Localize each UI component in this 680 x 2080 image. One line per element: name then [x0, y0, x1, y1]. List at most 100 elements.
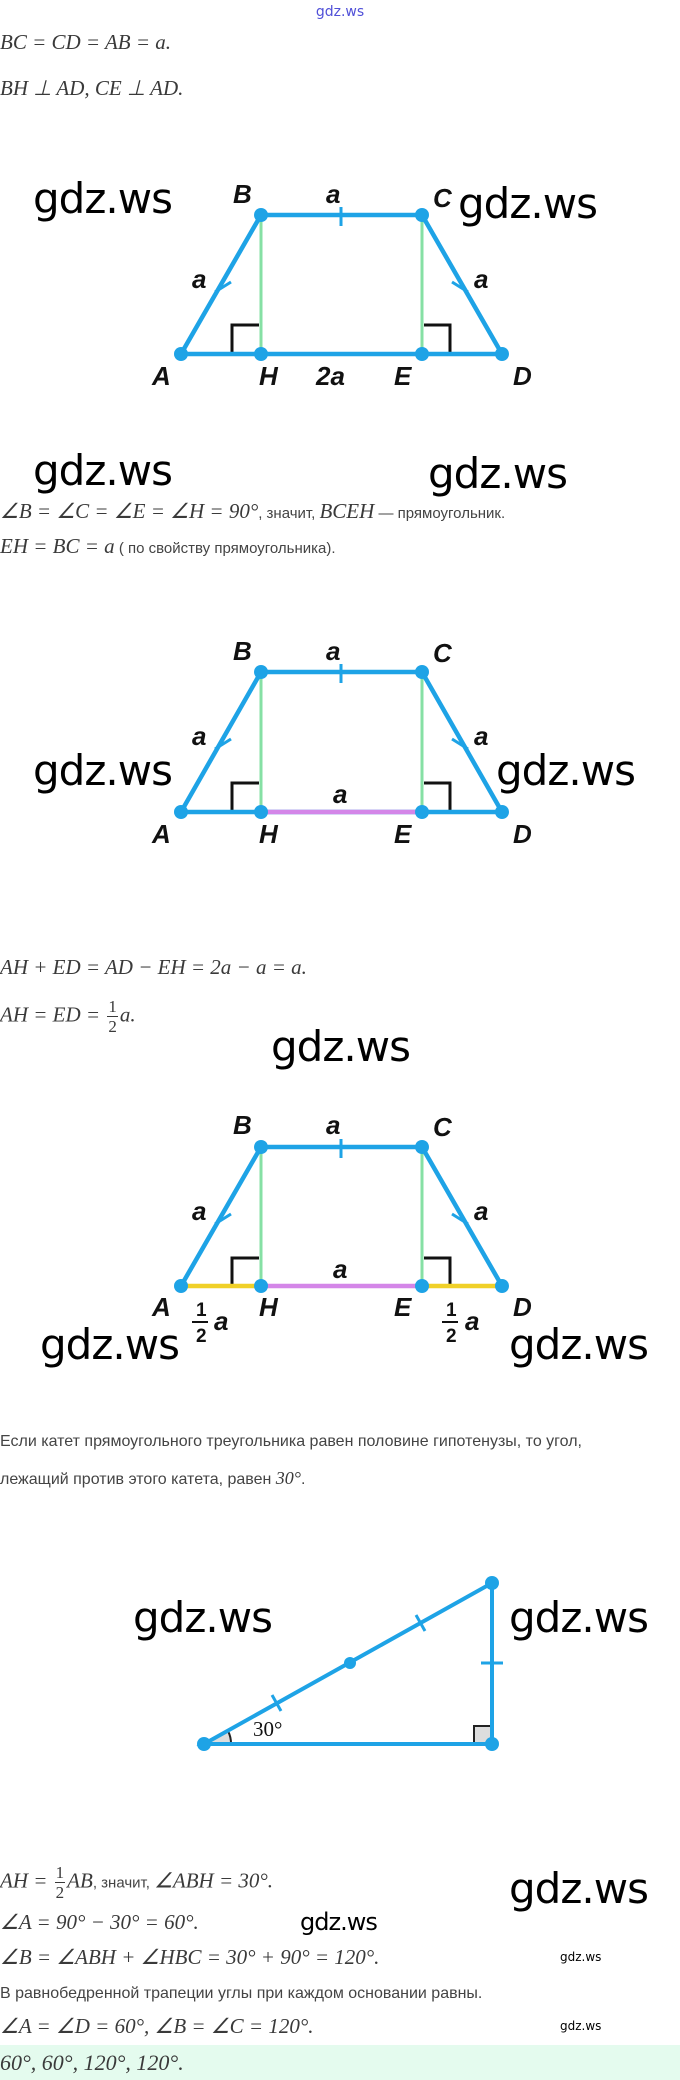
- label-e: E: [394, 819, 412, 849]
- label-a-vertex: A: [151, 361, 171, 391]
- numerator: 1: [54, 1863, 66, 1883]
- label-top-a: a: [326, 636, 340, 666]
- trapezoid-figure-2: B a C a a a A H E D: [151, 636, 532, 849]
- header-watermark[interactable]: gdz.ws: [315, 4, 365, 20]
- watermark: gdz.ws: [133, 1593, 273, 1642]
- text: , значит,: [92, 1874, 155, 1892]
- tick-marks: [214, 207, 469, 294]
- label-a-vertex: A: [151, 1292, 171, 1322]
- angle-label: 30°: [253, 1717, 282, 1741]
- watermark: gdz.ws: [271, 1022, 411, 1071]
- eh-statement: EH = BC = a ( по свойству прямоугольника…: [0, 534, 336, 561]
- numerator: 1: [446, 1300, 457, 1321]
- text: AH = ED =: [0, 1002, 106, 1027]
- watermark: gdz.ws: [300, 1908, 378, 1936]
- right-angle-marks: [230, 1256, 452, 1286]
- label-d: D: [513, 819, 532, 849]
- label-e: E: [394, 1292, 412, 1322]
- label-base-2a: 2a: [315, 361, 345, 391]
- given-perpendiculars: BH ⊥ AD, CE ⊥ AD.: [0, 76, 184, 100]
- theorem-line-2: лежащий против этого катета, равен 30°.: [0, 1466, 305, 1490]
- label-right-a: a: [474, 1196, 488, 1226]
- denominator: 2: [446, 1326, 457, 1347]
- right-triangle-figure: 30°: [196, 1576, 503, 1751]
- watermark: gdz.ws: [496, 746, 636, 795]
- watermark: gdz.ws: [509, 1864, 649, 1913]
- label-b: B: [233, 636, 252, 666]
- trapezoid-figure-1: B a C a a A H 2a E D: [151, 179, 532, 391]
- text: AH =: [0, 1868, 53, 1893]
- denominator: 2: [55, 1883, 65, 1902]
- text: — прямоугольник.: [374, 505, 506, 522]
- label-d: D: [513, 361, 532, 391]
- segments-sum: AH + ED = AD − EH = 2a − a = a.: [0, 955, 307, 979]
- a: a: [465, 1306, 479, 1336]
- label-a-vertex: A: [151, 819, 171, 849]
- text: лежащий против этого катета, равен: [0, 1471, 276, 1488]
- a: a: [214, 1306, 228, 1336]
- isosceles-property: В равнобедренной трапеции углы при каждо…: [0, 1985, 483, 2002]
- text: AB: [67, 1868, 93, 1893]
- text: a.: [119, 1002, 136, 1027]
- label-d: D: [513, 1292, 532, 1322]
- watermark: gdz.ws: [509, 1320, 649, 1369]
- rectangle-name: BCEH: [319, 499, 375, 523]
- vertex-dots: [197, 1576, 499, 1751]
- angle-a-calc: ∠A = 90° − 30° = 60°.: [0, 1910, 199, 1934]
- label-top-a: a: [326, 179, 340, 209]
- vertex-dots: [174, 208, 509, 361]
- vertex-dots: [174, 1140, 509, 1293]
- trapezoid-figure-3: B a C a a a A H E D 1 2 a 1 2 a: [151, 1110, 532, 1347]
- tick-marks: [214, 664, 469, 751]
- label-b: B: [233, 1110, 252, 1140]
- label-mid-a: a: [333, 779, 347, 809]
- watermark-small: gdz.ws: [560, 1950, 602, 1964]
- label-left-a: a: [192, 1196, 206, 1226]
- label-half-a-right: 1 2 a: [442, 1300, 479, 1347]
- label-c: C: [433, 183, 453, 213]
- label-b: B: [233, 179, 252, 209]
- watermark-small: gdz.ws: [560, 2019, 602, 2033]
- watermark: gdz.ws: [33, 446, 173, 495]
- watermark: gdz.ws: [428, 449, 568, 498]
- right-angle-marks: [230, 781, 452, 812]
- theorem-line-1: Если катет прямоугольного треугольника р…: [0, 1433, 582, 1450]
- label-c: C: [433, 638, 453, 668]
- denominator: 2: [108, 1017, 117, 1036]
- label-h: H: [259, 819, 279, 849]
- label-left-a: a: [192, 264, 206, 294]
- numerator: 1: [196, 1300, 207, 1321]
- angle-value: 30°: [275, 1468, 301, 1488]
- denominator: 2: [196, 1326, 207, 1347]
- text: .: [301, 1471, 306, 1488]
- label-top-a: a: [326, 1110, 340, 1140]
- vertex-dots: [174, 665, 509, 819]
- text: ∠ABH = 30°.: [154, 1868, 274, 1893]
- rectangle-statement: ∠B = ∠C = ∠E = ∠H = 90°, значит, BCEH — …: [0, 499, 505, 526]
- angles-equal: ∠B = ∠C = ∠E = ∠H = 90°: [0, 499, 259, 523]
- watermark: gdz.ws: [458, 179, 598, 228]
- label-right-a: a: [474, 721, 488, 751]
- right-angle-marks: [230, 323, 452, 354]
- label-h: H: [259, 361, 279, 391]
- label-half-a-left: 1 2 a: [192, 1300, 228, 1347]
- text: ( по свойству прямоугольника).: [114, 540, 336, 557]
- watermark: gdz.ws: [40, 1320, 180, 1369]
- tick-marks: [270, 1614, 503, 1712]
- watermark: gdz.ws: [509, 1593, 649, 1642]
- watermark: gdz.ws: [33, 174, 173, 223]
- watermark: gdz.ws: [33, 746, 173, 795]
- answer-box: 60°, 60°, 120°, 120°.: [0, 2045, 680, 2080]
- tick-marks: [214, 1139, 469, 1226]
- label-right-a: a: [474, 264, 488, 294]
- label-left-a: a: [192, 721, 206, 751]
- label-mid-a: a: [333, 1254, 347, 1284]
- angles-summary: ∠A = ∠D = 60°, ∠B = ∠C = 120°.: [0, 2014, 314, 2038]
- given-sides: BC = CD = AB = a.: [0, 30, 172, 54]
- eh-equation: EH = BC = a: [0, 534, 115, 558]
- label-h: H: [259, 1292, 279, 1322]
